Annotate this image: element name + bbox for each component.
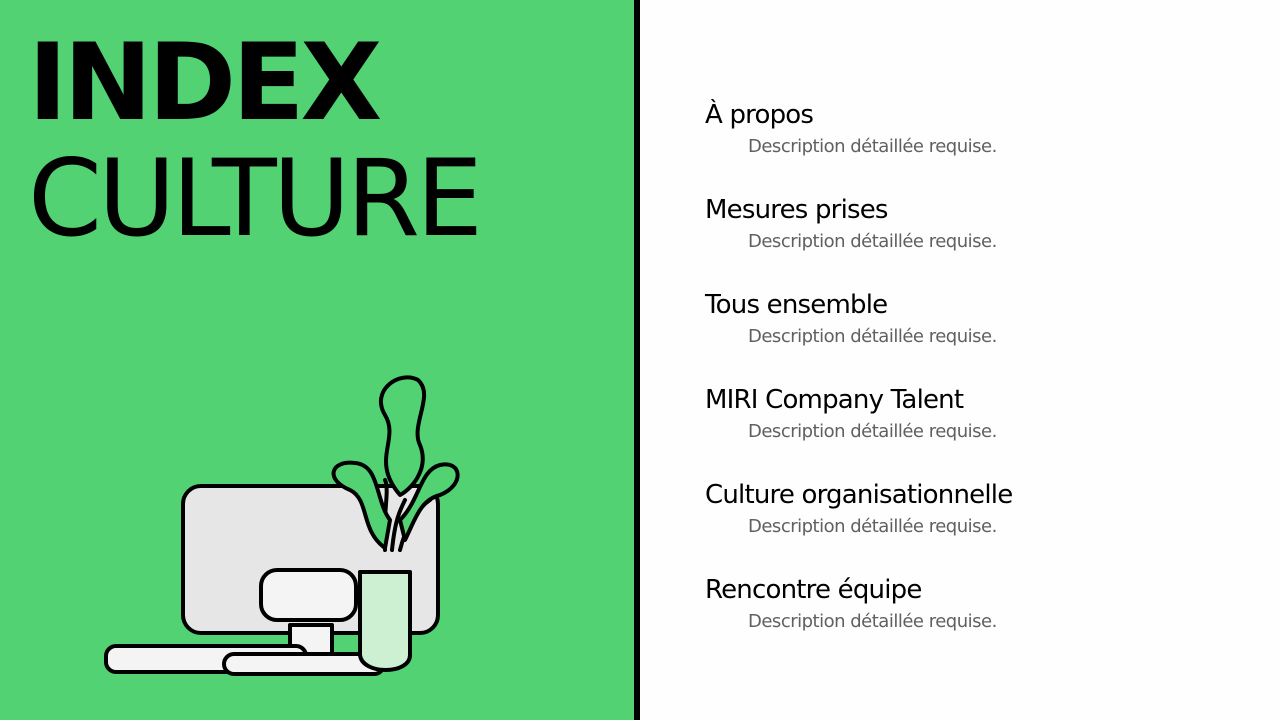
index-item-rencontre-equipe[interactable]: Rencontre équipe	[705, 575, 922, 605]
item-description: Description détaillée requise.	[748, 136, 997, 157]
left-panel: INDEX CULTURE	[0, 0, 634, 720]
item-description: Description détaillée requise.	[748, 231, 997, 252]
index-item-a-propos[interactable]: À propos	[705, 100, 814, 130]
index-item-miri-company-talent[interactable]: MIRI Company Talent	[705, 385, 964, 415]
index-entry: Tous ensemble Description détaillée requ…	[705, 290, 1265, 348]
index-entry: Mesures prises Description détaillée req…	[705, 195, 1265, 253]
index-entry: À propos Description détaillée requise.	[705, 100, 1265, 158]
index-item-culture-organisationnelle[interactable]: Culture organisationnelle	[705, 480, 1013, 510]
item-description: Description détaillée requise.	[748, 516, 997, 537]
title-index: INDEX	[28, 21, 382, 144]
desk-computer-plant-icon	[104, 375, 460, 676]
divider	[634, 0, 640, 720]
index-entry: Rencontre équipe Description détaillée r…	[705, 575, 1265, 633]
index-item-tous-ensemble[interactable]: Tous ensemble	[705, 290, 888, 320]
index-entry: MIRI Company Talent Description détaillé…	[705, 385, 1265, 443]
title-culture: CULTURE	[28, 137, 483, 260]
index-item-mesures-prises[interactable]: Mesures prises	[705, 195, 888, 225]
right-panel	[640, 0, 1280, 720]
item-description: Description détaillée requise.	[748, 421, 997, 442]
index-entry: Culture organisationnelle Description dé…	[705, 480, 1265, 538]
item-description: Description détaillée requise.	[748, 326, 997, 347]
item-description: Description détaillée requise.	[748, 611, 997, 632]
